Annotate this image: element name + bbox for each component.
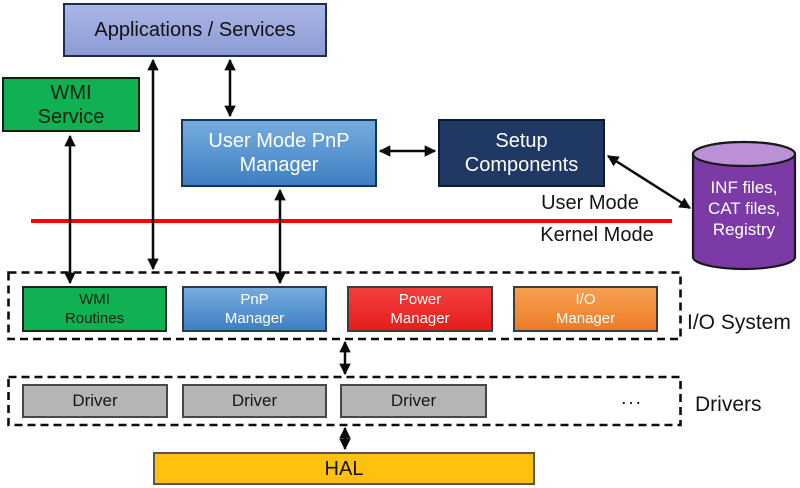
kernel-mode-label: Kernel Mode bbox=[540, 224, 654, 246]
datastore-cylinder-top bbox=[691, 140, 797, 168]
pnp-manager-box: PnP Manager bbox=[182, 286, 327, 332]
driver-box-2: Driver bbox=[182, 384, 327, 418]
driver-box-3: Driver bbox=[340, 384, 487, 418]
io-system-label: I/O System bbox=[687, 311, 791, 334]
driver-box-1: Driver bbox=[22, 384, 168, 418]
io-manager-box: I/O Manager bbox=[513, 286, 658, 332]
user-mode-label: User Mode bbox=[541, 192, 639, 214]
wmi-routines-box: WMI Routines bbox=[22, 286, 167, 332]
power-manager-box: Power Manager bbox=[347, 286, 493, 332]
datastore-label: INF files, CAT files, Registry bbox=[707, 177, 781, 239]
user-mode-pnp-manager-box: User Mode PnP Manager bbox=[181, 119, 377, 187]
applications-services-box: Applications / Services bbox=[63, 3, 327, 57]
wmi-service-box: WMI Service bbox=[2, 77, 140, 132]
drivers-label: Drivers bbox=[695, 393, 762, 416]
setup-components-box: Setup Components bbox=[438, 119, 605, 187]
hal-box: HAL bbox=[153, 452, 535, 485]
driver-ellipsis: ... bbox=[621, 388, 643, 409]
